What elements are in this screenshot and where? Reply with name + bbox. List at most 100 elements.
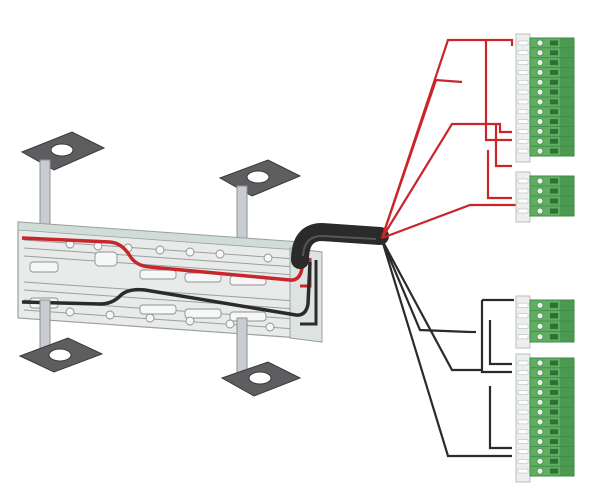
terminal-opening [550, 334, 558, 340]
fanout-wires [380, 38, 515, 458]
terminal-opening [550, 409, 558, 415]
terminal-screw [536, 389, 544, 396]
bracket-bottom-right-hole [248, 371, 272, 385]
terminal-clip [517, 60, 529, 65]
terminal-screw [536, 448, 544, 455]
terminal-screw [536, 369, 544, 377]
bundled-cable-highlight [302, 234, 377, 257]
terminal-clip [517, 99, 529, 105]
board-wire-black-2 [300, 260, 318, 326]
terminal-screw [536, 428, 544, 436]
terminal-opening [550, 50, 558, 56]
fanout-black-3 [380, 239, 471, 334]
terminal-screw [536, 59, 544, 66]
terminal-clip [517, 449, 529, 454]
terminal-clip [517, 129, 529, 134]
terminal-opening [550, 138, 558, 144]
terminal-clip [517, 208, 529, 214]
bracket-top-left [20, 131, 106, 236]
terminal-opening [550, 69, 558, 75]
terminal-opening [550, 198, 558, 204]
terminal-opening [550, 302, 558, 308]
board-wire-red [21, 236, 306, 282]
terminal-screw [536, 197, 544, 205]
terminal-opening [550, 419, 558, 425]
terminal-block-2 [515, 171, 575, 223]
terminal-screw [536, 333, 544, 341]
terminal-clip [517, 458, 529, 464]
terminal-clip [517, 399, 529, 405]
terminal-clip [517, 79, 529, 85]
terminal-screw [536, 312, 544, 320]
terminal-screw [536, 207, 544, 215]
terminal-clip [517, 468, 529, 474]
terminal-screw [536, 39, 544, 47]
terminal-opening [550, 429, 558, 435]
terminal-screw [536, 322, 544, 330]
terminal-clip [517, 302, 529, 308]
terminal-screw [536, 398, 544, 406]
terminal-screw [536, 418, 544, 426]
terminal-screw [536, 457, 544, 465]
bracket-bottom-right [220, 317, 302, 397]
terminal-screw [536, 177, 544, 185]
terminal-opening [550, 99, 558, 105]
terminal-screw [536, 118, 544, 125]
terminal-blocks [515, 33, 575, 483]
chassis-board [17, 221, 323, 343]
bracket-top-left-hole [50, 143, 74, 157]
red-group-harness [478, 38, 524, 207]
terminal-screw [536, 78, 544, 86]
terminal-clip [517, 188, 529, 194]
terminal-screw [536, 438, 544, 445]
board-wire-black [21, 261, 312, 317]
terminal-clip [517, 198, 529, 204]
terminal-screw [536, 128, 544, 135]
terminal-screw [536, 408, 544, 416]
terminal-clip [517, 439, 529, 444]
terminal-clip [517, 323, 529, 329]
terminal-screw [536, 467, 544, 475]
terminal-opening [550, 188, 558, 194]
terminal-clip [517, 89, 529, 95]
fanout-red-4 [381, 203, 515, 240]
terminal-clip [517, 178, 529, 184]
terminal-screw [536, 301, 544, 309]
terminal-opening [550, 360, 558, 366]
fanout-red-2 [381, 122, 478, 239]
terminal-opening [550, 370, 558, 376]
terminal-screw [536, 108, 544, 116]
terminal-clip [517, 50, 529, 56]
terminal-screw [536, 379, 544, 386]
terminal-opening [550, 79, 558, 85]
terminal-screw [536, 137, 544, 145]
fanout-red-3 [380, 78, 463, 239]
terminal-opening [550, 468, 558, 474]
terminal-screw [536, 88, 544, 96]
terminal-clip [517, 138, 529, 144]
terminal-clip [517, 360, 529, 366]
bracket-top-right [218, 159, 302, 249]
terminal-clip [517, 390, 529, 395]
terminal-clip [517, 409, 529, 415]
terminal-block-3 [515, 295, 575, 349]
terminal-clip [517, 429, 529, 435]
terminal-clip [517, 119, 529, 124]
terminal-opening [550, 119, 558, 125]
terminal-clip [517, 419, 529, 425]
terminal-clip [517, 334, 529, 340]
terminal-opening [550, 89, 558, 95]
terminal-opening [550, 380, 558, 386]
terminal-clip [517, 40, 529, 46]
terminal-opening [550, 148, 558, 154]
terminal-opening [550, 128, 558, 134]
bracket-top-right-hole [246, 170, 270, 184]
terminal-opening [550, 399, 558, 405]
terminal-screw [536, 49, 544, 57]
terminal-opening [550, 40, 558, 46]
chassis-end-cap [289, 247, 323, 343]
black-group-harness [470, 298, 514, 458]
terminal-clip [517, 380, 529, 385]
bracket-bottom-left [18, 299, 104, 373]
terminal-opening [550, 60, 558, 66]
